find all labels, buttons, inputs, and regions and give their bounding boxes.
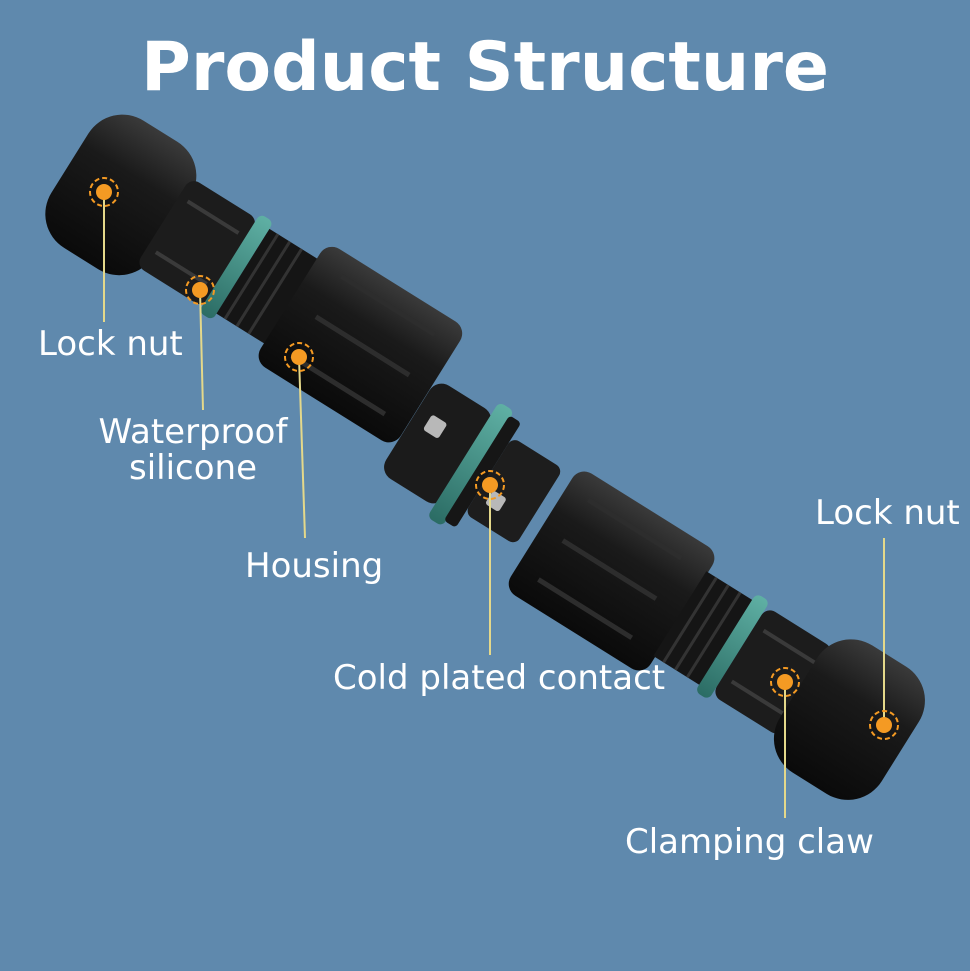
marker-lock-nut-left [89,177,119,207]
contact-screw-shape [423,415,447,438]
leader-line-housing [298,356,306,539]
center-insert-shape [384,383,492,504]
label-waterproof-silicone-line1: Waterproof [98,412,288,452]
leader-line-waterproof-silicone [199,289,204,411]
markers [89,177,899,740]
leader-lines [103,192,885,818]
right-clamp-shape [715,610,831,734]
label-waterproof-silicone: Waterproof silicone [95,414,291,486]
label-lock-nut-right: Lock nut [815,493,960,533]
right-connector-half [508,471,925,800]
label-waterproof-silicone-line2: silicone [128,448,257,488]
marker-housing [284,342,314,372]
label-lock-nut-left: Lock nut [38,324,183,364]
page-title: Product Structure [141,28,829,107]
left-clamp-shape [139,181,255,305]
label-clamping-claw: Clamping claw [625,822,874,862]
center-seal-ring-shape [429,404,513,525]
label-housing: Housing [245,546,384,586]
label-cold-plated-contact: Cold plated contact [333,658,666,698]
left-connector-half [45,114,463,443]
marker-clamping-claw [770,667,800,697]
marker-waterproof-silicone [185,275,215,305]
right-seal-ring-shape [697,595,768,698]
right-thread-shape [653,571,753,686]
left-seal-ring-shape [200,215,272,319]
marker-lock-nut-right [869,710,899,740]
marker-cold-plated-contact [475,470,505,500]
right-lock-nut-shape [773,639,925,800]
